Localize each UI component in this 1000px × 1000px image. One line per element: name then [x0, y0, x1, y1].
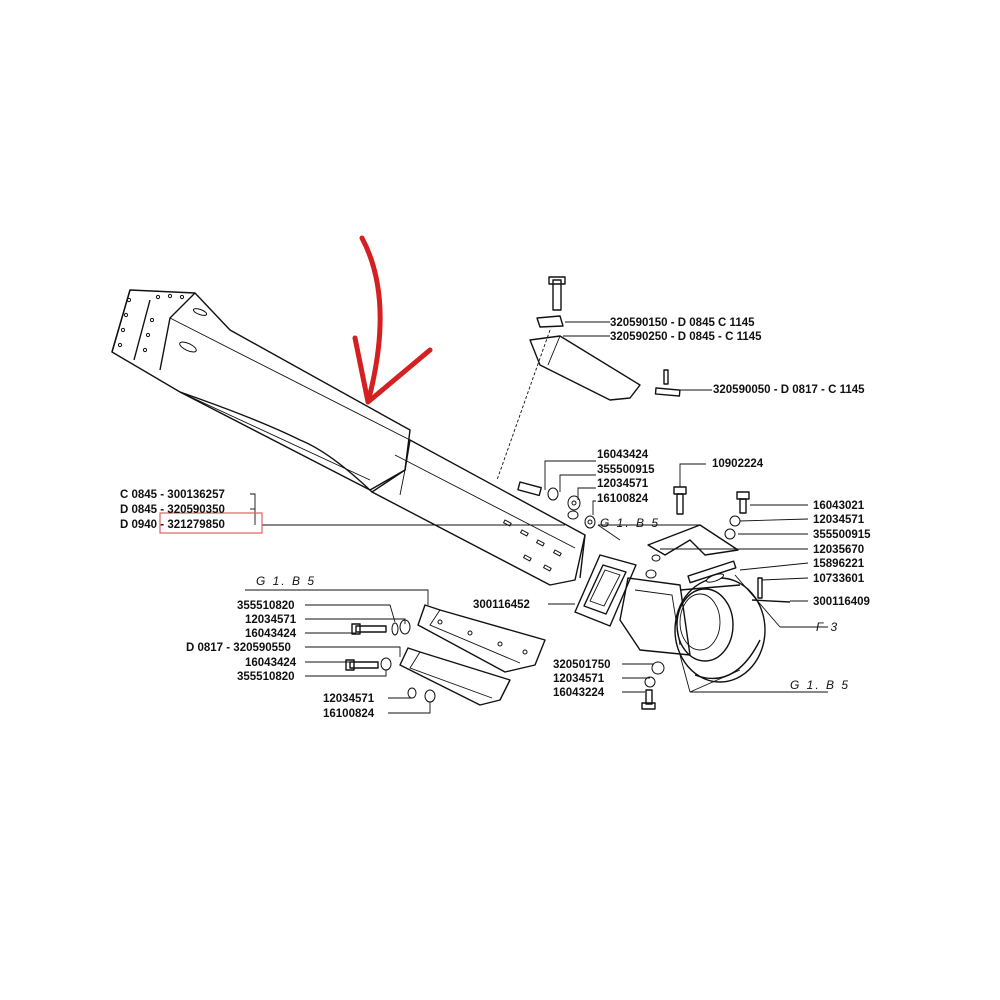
label-right-7: 300116409: [813, 596, 870, 608]
label-bl-2: 12034571: [245, 614, 297, 626]
gasket: [574, 554, 637, 627]
rivet-row: [117, 293, 185, 353]
mid-hardware: [517, 481, 596, 529]
label-right-3: 355500915: [813, 529, 871, 541]
label-br-3: 16043224: [553, 687, 605, 699]
label-bolt-top-1: 320590150 - D 0845 C 1145: [610, 317, 755, 329]
label-bl-3: 16043424: [245, 628, 297, 640]
top-bracket: [496, 276, 681, 481]
label-right-2: 12034571: [813, 514, 865, 526]
center-bolt: [673, 486, 687, 515]
label-left-2: D 0845 - 320590350: [120, 504, 225, 516]
label-bl-8: 16100824: [323, 708, 375, 720]
label-bl-4: D 0817 - 320590550: [186, 642, 291, 654]
label-bl-1: 355510820: [237, 600, 295, 612]
main-boom: [111, 289, 586, 586]
label-bolt-top-2: 320590250 - D 0845 - C 1145: [610, 331, 762, 343]
label-right-4: 12035670: [813, 544, 864, 556]
label-right-1: 16043021: [813, 500, 865, 512]
label-right-5: 15896221: [813, 558, 865, 570]
bottom-left-brackets: [345, 604, 546, 706]
slot-row: [502, 519, 562, 572]
group-label-f3: F 3: [816, 620, 839, 634]
right-housing: [619, 491, 791, 710]
group-label-mid: G 1. B 5: [600, 516, 660, 530]
red-arrow-icon: [352, 235, 433, 405]
label-gasket: 300116452: [473, 599, 530, 611]
group-labels: G 1. B 5 G 1. B 5 F 3 G 1. B 5: [256, 516, 850, 692]
label-mid-3: 12034571: [597, 478, 649, 490]
label-mid-4: 16100824: [597, 493, 649, 505]
label-left-1: C 0845 - 300136257: [120, 489, 225, 501]
label-br-2: 12034571: [553, 673, 605, 685]
label-bl-7: 12034571: [323, 693, 375, 705]
label-bl-5: 16043424: [245, 657, 297, 669]
group-label-left: G 1. B 5: [256, 574, 316, 588]
part-labels: 320590150 - D 0845 C 1145 320590250 - D …: [120, 317, 871, 720]
label-left-3: D 0940 - 321279850: [120, 519, 225, 531]
label-mid-1: 16043424: [597, 449, 649, 461]
label-br-1: 320501750: [553, 659, 611, 671]
label-bl-6: 355510820: [237, 671, 295, 683]
label-bolt-center: 10902224: [712, 458, 764, 470]
label-right-6: 10733601: [813, 573, 865, 585]
leader-lines: [245, 321, 828, 714]
highlight-box: [159, 512, 263, 534]
label-mid-2: 355500915: [597, 464, 655, 476]
group-label-right: G 1. B 5: [790, 678, 850, 692]
label-pin-top: 320590050 - D 0817 - C 1145: [713, 384, 865, 396]
